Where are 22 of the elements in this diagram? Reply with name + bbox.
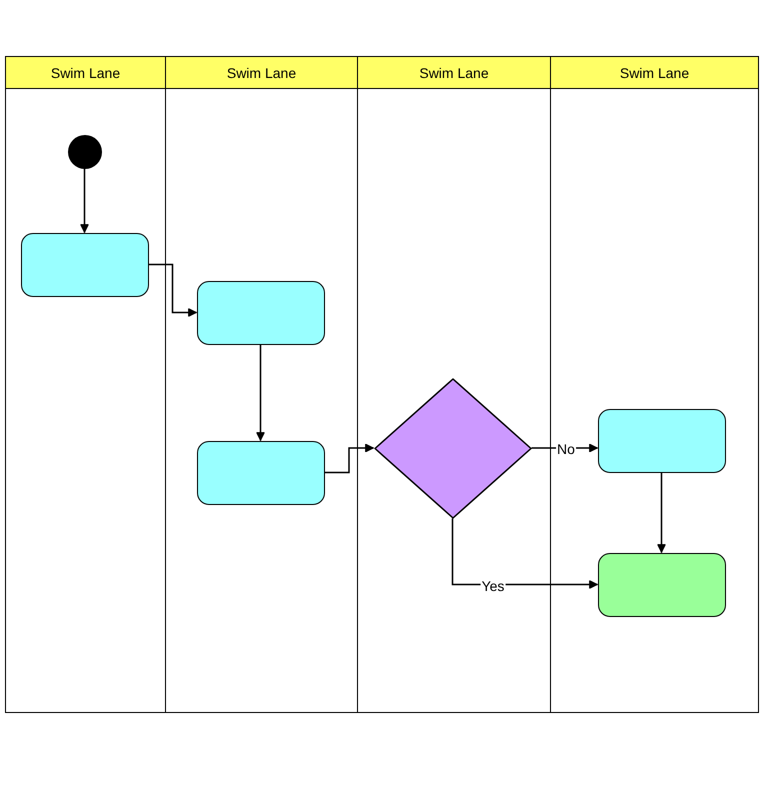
activity-box xyxy=(598,408,726,472)
swim-lane xyxy=(5,56,166,713)
lane-header: Swim Lane xyxy=(166,57,357,89)
activity-box xyxy=(598,552,726,616)
edge-label: No xyxy=(556,441,576,457)
decision-diamond xyxy=(374,378,532,518)
activity-box xyxy=(196,440,324,504)
swim-lane xyxy=(550,56,759,713)
arrow xyxy=(657,472,666,553)
arrow xyxy=(324,444,374,474)
arrow xyxy=(80,168,89,233)
swim-lane xyxy=(165,56,358,713)
lane-header: Swim Lane xyxy=(6,57,165,89)
lane-header: Swim Lane xyxy=(551,57,758,89)
arrow xyxy=(148,264,197,317)
lane-header: Swim Lane xyxy=(358,57,550,89)
arrow xyxy=(256,344,265,441)
start-node xyxy=(68,134,102,168)
activity-box xyxy=(20,232,148,296)
swim-lane xyxy=(357,56,551,713)
edge-label: Yes xyxy=(480,578,506,594)
activity-box xyxy=(196,280,324,344)
